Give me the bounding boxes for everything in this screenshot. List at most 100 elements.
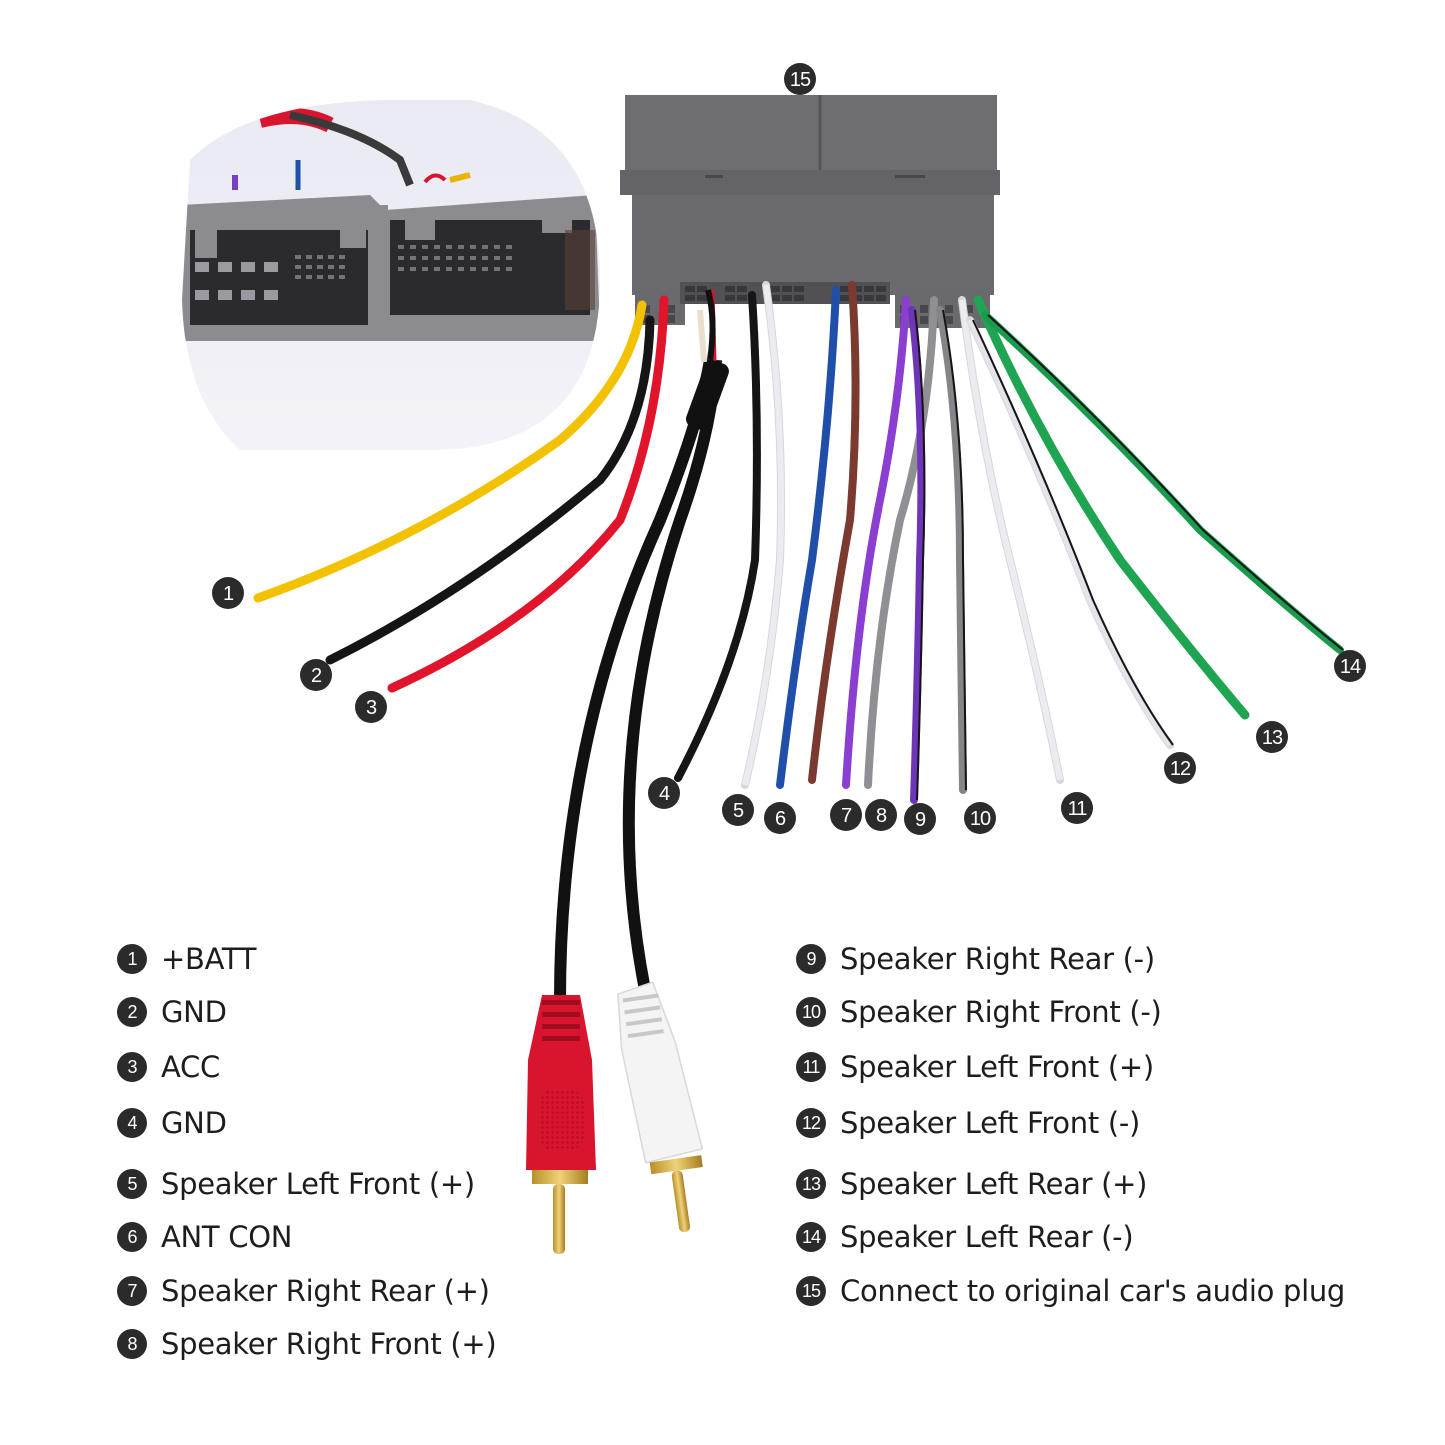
callout-number: 11 [1068, 798, 1088, 820]
legend-item: 7 Speaker Right Rear (+) [117, 1274, 490, 1308]
callout-badge: 11 [1061, 792, 1093, 824]
inset-connector-photo [182, 100, 600, 450]
callout-number: 9 [915, 809, 926, 831]
legend-label: GND [161, 1106, 227, 1140]
number-badge: 5 [117, 1169, 147, 1199]
callout-circle [904, 803, 936, 835]
callout-circle [865, 799, 897, 831]
legend-label: Speaker Left Front (-) [840, 1106, 1141, 1140]
wire-stripe [987, 314, 1344, 651]
legend-label: Speaker Right Rear (-) [840, 942, 1155, 976]
callout-number: 8 [876, 805, 887, 827]
callout-badge: 8 [865, 799, 897, 831]
number-badge: 4 [117, 1108, 147, 1138]
wire-green [973, 295, 1250, 720]
legend-label: ANT CON [161, 1220, 293, 1254]
callout-number: 15 [790, 69, 811, 91]
callout-badge: 10 [964, 802, 996, 834]
callout-circle [830, 799, 862, 831]
legend-label: +BATT [161, 942, 257, 976]
wire-white-fill [742, 284, 785, 786]
legend-label: ACC [161, 1050, 220, 1084]
callout-circle [764, 802, 796, 834]
callout-badge: 14 [1334, 650, 1366, 682]
callout-badge: 9 [904, 803, 936, 835]
wire-stripe [972, 319, 1174, 746]
legend-label: Speaker Left Front (+) [840, 1050, 1154, 1084]
wires-group [253, 281, 1344, 804]
callout-circle [355, 691, 387, 723]
legend-label: Speaker Left Rear (+) [840, 1167, 1148, 1201]
number-badge: 11 [796, 1052, 826, 1082]
callout-number: 7 [841, 805, 852, 827]
legend-item: 1 +BATT [117, 942, 257, 976]
callout-badge: 7 [830, 799, 862, 831]
wire-brown [808, 281, 860, 784]
callout-circle [1061, 792, 1093, 824]
callout-badge: 6 [764, 802, 796, 834]
rca-plug-white [617, 981, 704, 1233]
callout-circle [1334, 650, 1366, 682]
callout-circle [648, 777, 680, 809]
callout-circle [1256, 721, 1288, 753]
legend-item: 8 Speaker Right Front (+) [117, 1327, 497, 1361]
callout-circle [964, 802, 996, 834]
callout-circle [784, 63, 816, 95]
wire-yellow [253, 300, 647, 603]
callout-number: 12 [1170, 758, 1191, 780]
callout-number: 10 [970, 808, 991, 830]
legend-label: Speaker Right Front (-) [840, 995, 1162, 1029]
callout-circle [722, 794, 754, 826]
legend-label: Connect to original car's audio plug [840, 1274, 1346, 1308]
callout-badge: 3 [355, 691, 387, 723]
legend-item: 11 Speaker Left Front (+) [796, 1050, 1154, 1084]
callout-badge: 1 [212, 577, 244, 609]
wire-gray [864, 296, 938, 789]
callout-number: 1 [223, 583, 234, 605]
legend-item: 6 ANT CON [117, 1220, 292, 1254]
callout-number: 5 [733, 800, 744, 822]
number-badge: 15 [796, 1276, 826, 1306]
callout-badge: 13 [1256, 721, 1288, 753]
legend-item: 15 Connect to original car's audio plug [796, 1274, 1345, 1308]
callout-circle [300, 659, 332, 691]
number-badge: 6 [117, 1222, 147, 1252]
wire-purple-black [908, 306, 926, 804]
legend-label: Speaker Right Rear (+) [161, 1274, 490, 1308]
rca-plug-red [526, 995, 596, 1254]
callout-number: 3 [366, 697, 377, 719]
wire-black [325, 315, 655, 665]
legend-label: GND [161, 995, 227, 1029]
callout-badge: 5 [722, 794, 754, 826]
wire-white-black-fill [967, 318, 1173, 747]
callout-badge: 15 [784, 63, 816, 95]
callout-number: 13 [1262, 727, 1283, 749]
wire-red [387, 295, 669, 693]
callout-number: 14 [1340, 656, 1361, 678]
number-badge: 14 [796, 1222, 826, 1252]
wire-gray-black [936, 306, 967, 794]
legend-label: Speaker Right Front (+) [161, 1327, 497, 1361]
number-badge: 10 [796, 997, 826, 1027]
wire-green-black [981, 311, 1344, 654]
wire-stripe [914, 309, 926, 801]
number-badge: 7 [117, 1276, 147, 1306]
wire-purple [842, 296, 910, 789]
wire-blue [776, 286, 840, 789]
legend-item: 10 Speaker Right Front (-) [796, 995, 1162, 1029]
rca-cable [554, 289, 729, 1001]
main-connector [620, 95, 1000, 328]
number-badge: 1 [117, 944, 147, 974]
number-badge: 8 [117, 1329, 147, 1359]
legend-item: 4 GND [117, 1106, 227, 1140]
callout-circle [212, 577, 244, 609]
